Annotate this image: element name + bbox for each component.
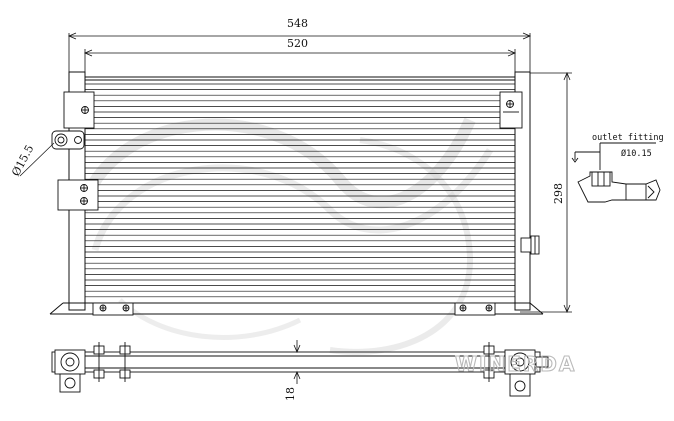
outlet-diameter-label: Ø10.15 bbox=[621, 148, 652, 159]
left-bracket-lower bbox=[57, 179, 99, 211]
dimension-height bbox=[520, 71, 572, 314]
inlet-fitting bbox=[51, 130, 85, 150]
brand-watermark: WINERDA bbox=[455, 352, 576, 376]
top-view-condenser bbox=[51, 342, 549, 397]
right-bracket bbox=[499, 91, 523, 129]
core-width-label: 520 bbox=[287, 37, 308, 50]
left-bracket-upper bbox=[63, 91, 95, 129]
watermark-swoosh bbox=[76, 117, 493, 355]
outlet-fitting-label: outlet fitting bbox=[592, 133, 664, 143]
inlet-diameter-label: Ø15.5 bbox=[9, 143, 36, 179]
overall-width-label: 548 bbox=[287, 17, 308, 30]
bottom-mount-left bbox=[92, 302, 134, 316]
dimension-core-width bbox=[83, 49, 517, 80]
dimension-thickness bbox=[293, 340, 301, 384]
height-label: 298 bbox=[552, 183, 565, 204]
condenser-core-fins bbox=[85, 83, 515, 298]
inlet-diameter-leader bbox=[19, 142, 55, 177]
outlet-fitting-detail bbox=[571, 142, 661, 203]
outlet-stub bbox=[520, 235, 540, 255]
bottom-mount-right bbox=[454, 302, 496, 316]
thickness-label: 18 bbox=[284, 387, 297, 401]
